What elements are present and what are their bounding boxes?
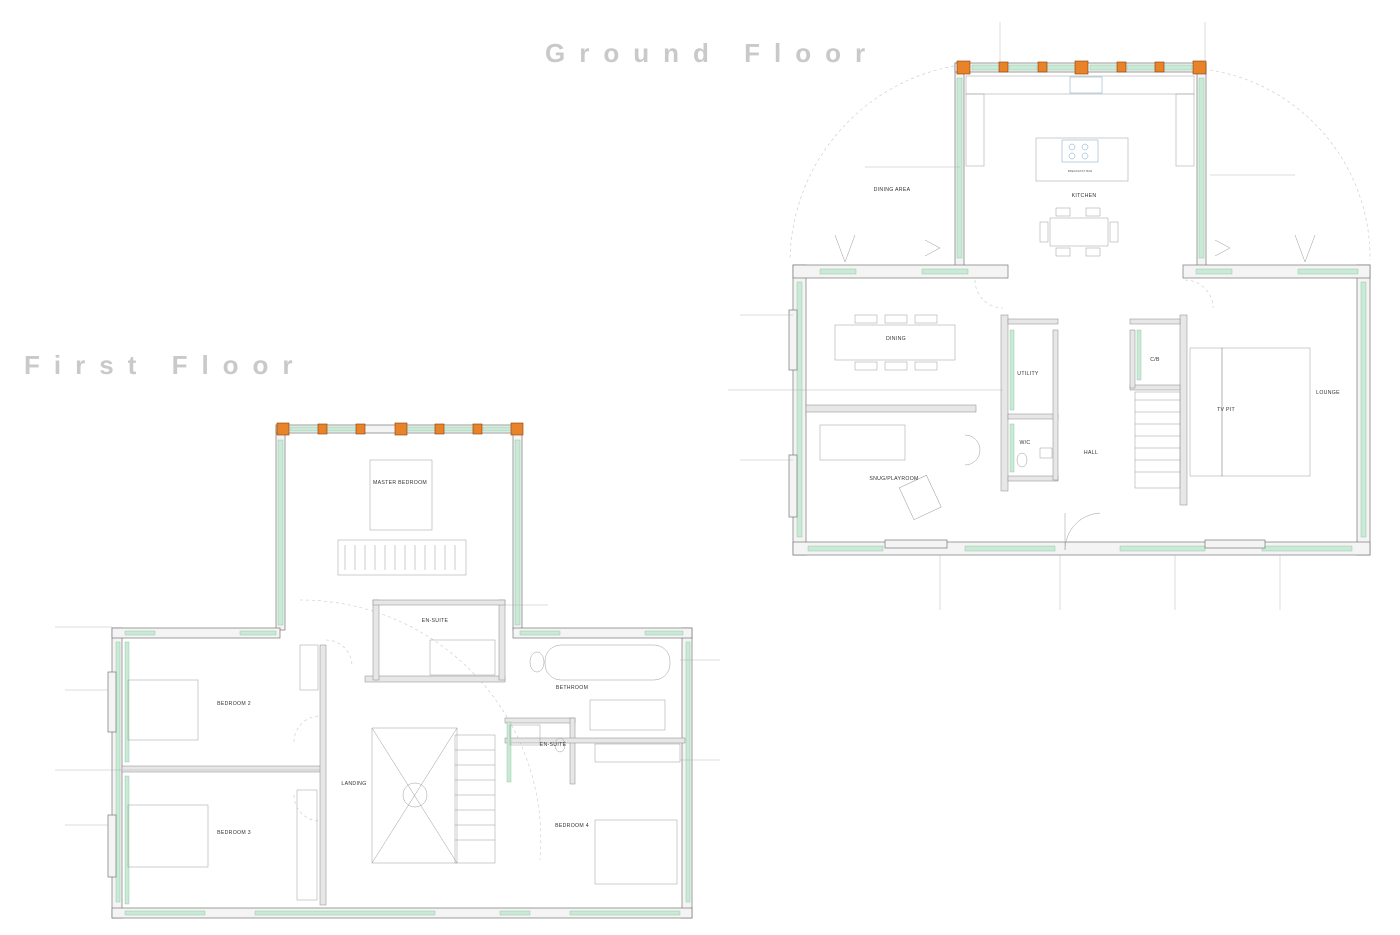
first-floor-plan xyxy=(107,422,693,919)
room-label-dining-area: DINING AREA xyxy=(874,187,911,193)
room-label-tv-pit: TV PIT xyxy=(1217,407,1235,413)
room-label-hall: HALL xyxy=(1084,450,1098,456)
first-floor-heading: First Floor xyxy=(24,350,307,380)
room-label-breakfast-bar: BREAKFAST BAR xyxy=(1068,169,1093,173)
room-label-landing: LANDING xyxy=(341,781,366,787)
room-label-wc: W/C xyxy=(1020,440,1031,446)
room-label-bedroom-3: BEDROOM 3 xyxy=(217,830,251,836)
room-label-kitchen: KITCHEN xyxy=(1072,193,1097,199)
room-label-utility: UTILITY xyxy=(1017,371,1039,377)
room-label-lounge: LOUNGE xyxy=(1316,390,1340,396)
room-label-en-suite-1: EN-SUITE xyxy=(422,618,449,624)
ground-floor-plan xyxy=(788,60,1371,556)
room-label-master-bedroom: MASTER BEDROOM xyxy=(373,480,427,486)
first-floor-annotation-leaders xyxy=(55,604,720,826)
annotation-leaders xyxy=(728,22,1295,610)
room-label-bathroom: BETHROOM xyxy=(556,685,588,691)
room-label-bedroom-4: BEDROOM 4 xyxy=(555,823,589,829)
room-label-dining: DINING xyxy=(886,336,906,342)
room-label-bedroom-2: BEDROOM 2 xyxy=(217,701,251,707)
room-label-snug: SNUG/PLAYROOM xyxy=(869,476,918,482)
ground-floor-heading: Ground Floor xyxy=(545,38,880,68)
room-label-en-suite-2: EN-SUITE xyxy=(540,742,567,748)
room-label-cb: C/B xyxy=(1150,357,1160,363)
construction-arcs xyxy=(299,64,1371,861)
